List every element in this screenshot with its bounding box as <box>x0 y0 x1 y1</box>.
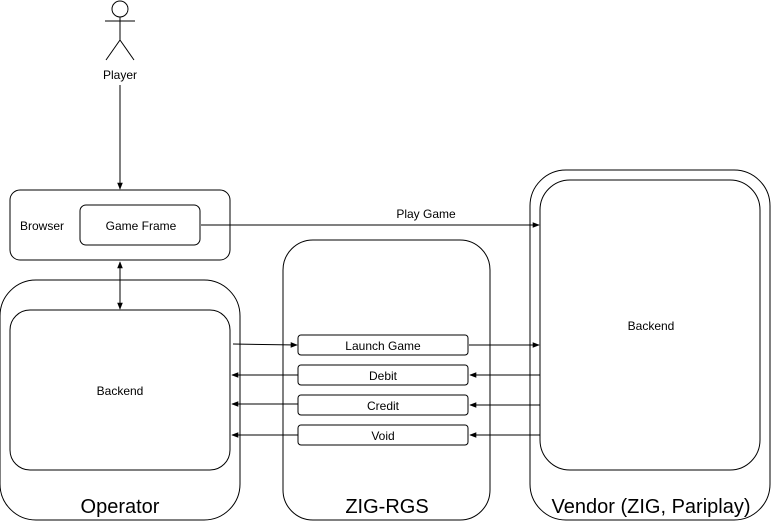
launch-game-label: Launch Game <box>345 339 421 353</box>
launch-game-box <box>297 334 469 356</box>
vendor-title: Vendor (ZIG, Pariplay) <box>552 496 751 518</box>
browser-label: Browser <box>20 219 64 233</box>
vendor-backend-box <box>539 179 761 471</box>
operator-backend-box <box>9 309 231 471</box>
player-label: Player <box>103 68 137 82</box>
credit-box <box>297 394 469 416</box>
rgs-title: ZIG-RGS <box>345 496 428 518</box>
game-frame-label: Game Frame <box>106 219 177 233</box>
operator-to-launch-arrow <box>232 342 298 348</box>
play-game-label: Play Game <box>396 207 456 221</box>
operator-title: Operator <box>81 496 160 518</box>
debit-label: Debit <box>369 369 398 383</box>
vendor-backend-label: Backend <box>628 319 675 333</box>
game-frame-box <box>79 204 201 246</box>
operator-backend-label: Backend <box>97 384 144 398</box>
credit-label: Credit <box>367 399 400 413</box>
player-actor-icon <box>105 0 135 61</box>
void-label: Void <box>371 429 394 443</box>
